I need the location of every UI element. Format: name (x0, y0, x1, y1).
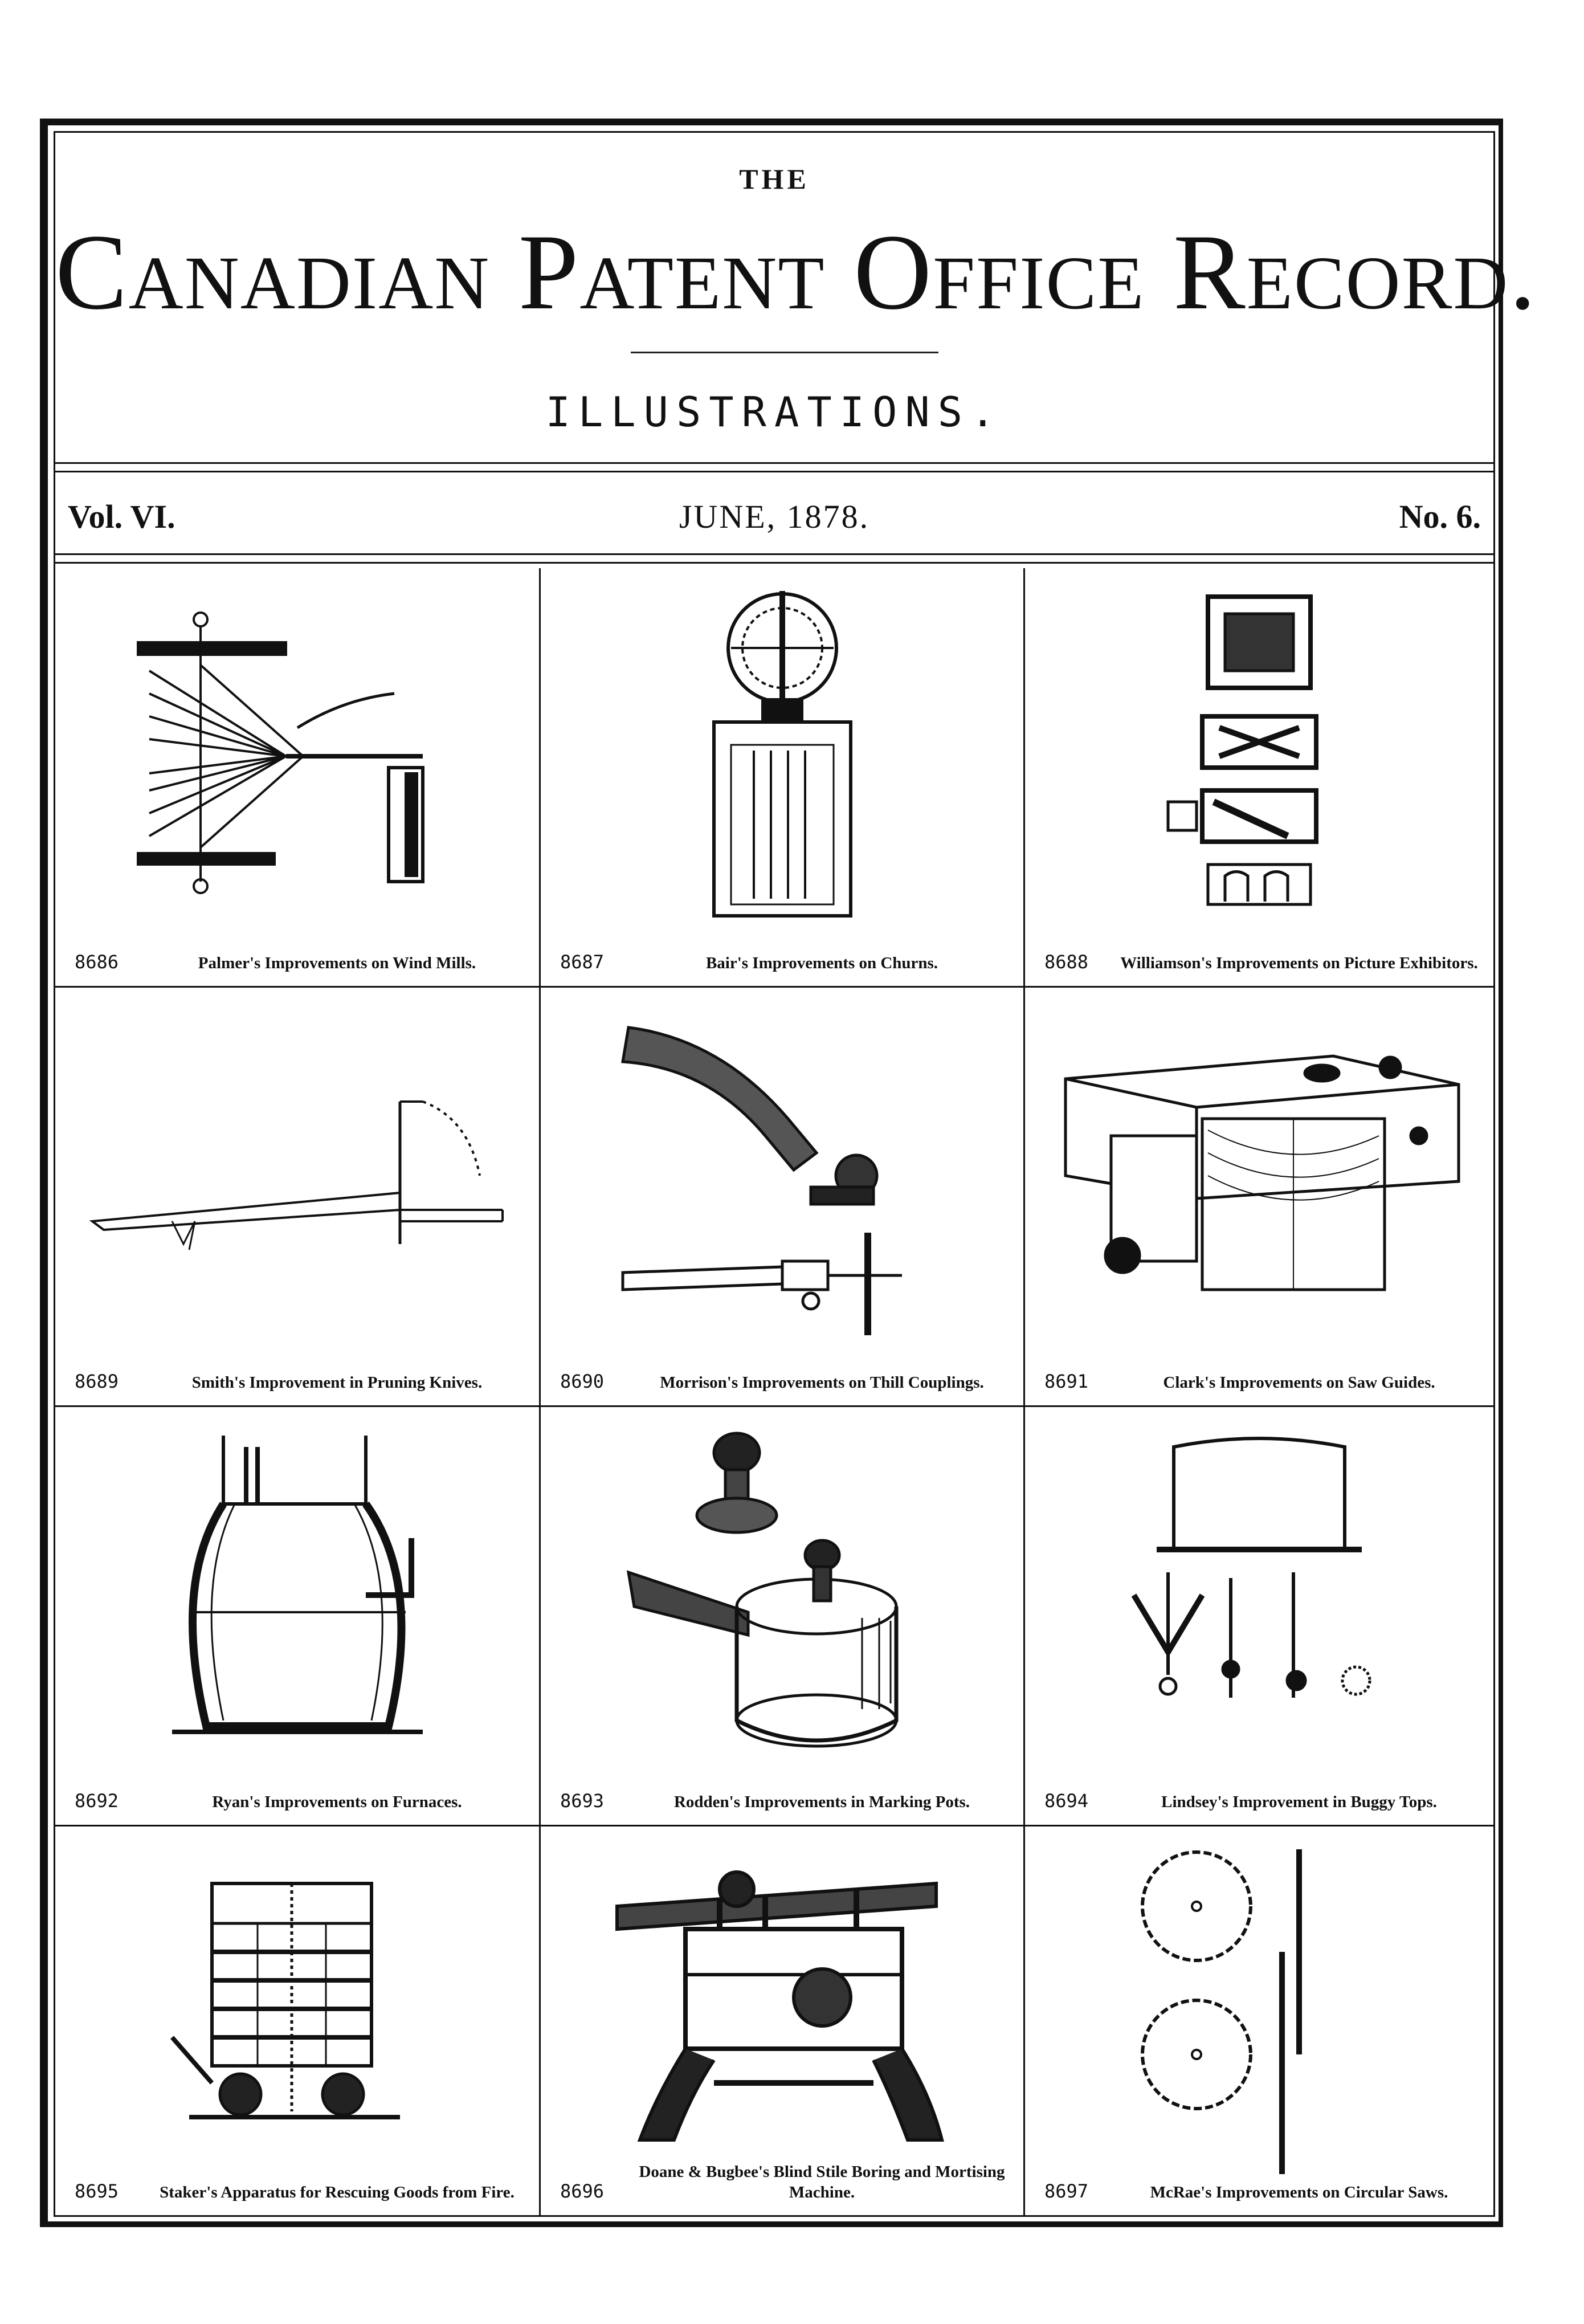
churn-drawing (712, 591, 852, 918)
header-rule-top (55, 462, 1493, 472)
wind-mill-drawing (136, 611, 424, 894)
illustration-caption: 8690 Morrison's Improvements on Thill Co… (560, 1371, 1010, 1393)
patent-title: Ryan's Improvements on Furnaces. (212, 1792, 462, 1811)
illustration-caption: 8697 McRae's Improvements on Circular Sa… (1044, 2180, 1480, 2203)
illustration-caption: 8688 Williamson's Improvements on Pictur… (1044, 951, 1480, 973)
masthead-title: Canadian Patent Office Record. (55, 213, 1537, 332)
saw-guide-drawing (1064, 1054, 1460, 1291)
boring-machine-drawing (615, 1870, 944, 2142)
illustration-cell: 8690 Morrison's Improvements on Thill Co… (541, 988, 1025, 1407)
patent-number: 8692 (75, 1790, 119, 1812)
patent-title: Morrison's Improvements on Thill Couplin… (660, 1373, 984, 1392)
illustration-caption: 8694 Lindsey's Improvement in Buggy Tops… (1044, 1790, 1480, 1812)
patent-title: Clark's Improvements on Saw Guides. (1163, 1373, 1435, 1392)
patent-title: McRae's Improvements on Circular Saws. (1150, 2183, 1448, 2201)
illustration-caption: 8692 Ryan's Improvements on Furnaces. (75, 1790, 525, 1812)
illustration-cell: 8689 Smith's Improvement in Pruning Kniv… (55, 988, 541, 1407)
illustration-cell: 8691 Clark's Improvements on Saw Guides. (1025, 988, 1493, 1407)
patent-title: Rodden's Improvements in Marking Pots. (673, 1792, 970, 1811)
issue-date: JUNE, 1878. (679, 498, 870, 535)
illustration-cell: 8694 Lindsey's Improvement in Buggy Tops… (1025, 1407, 1493, 1826)
illustration-caption: 8689 Smith's Improvement in Pruning Kniv… (75, 1371, 525, 1393)
patent-title: Smith's Improvement in Pruning Knives. (191, 1373, 483, 1392)
illustration-cell: 8697 McRae's Improvements on Circular Sa… (1025, 1826, 1493, 2215)
patent-title: Williamson's Improvements on Picture Exh… (1120, 953, 1478, 972)
patent-title: Lindsey's Improvement in Buggy Tops. (1161, 1792, 1437, 1811)
illustration-caption: 8693 Rodden's Improvements in Marking Po… (560, 1790, 1010, 1812)
illustration-caption: 8696 Doane & Bugbee's Blind Stile Boring… (560, 2162, 1010, 2203)
patent-title: Bair's Improvements on Churns. (705, 953, 938, 972)
illustration-cell: 8693 Rodden's Improvements in Marking Po… (541, 1407, 1025, 1826)
title-divider (631, 352, 938, 353)
patent-number: 8690 (560, 1371, 605, 1392)
furnace-drawing (172, 1436, 423, 1734)
buggy-top-drawing (1131, 1437, 1371, 1698)
patent-number: 8686 (75, 951, 119, 973)
illustration-caption: 8691 Clark's Improvements on Saw Guides. (1044, 1371, 1480, 1393)
illustration-cell: 8695 Staker's Apparatus for Rescuing Goo… (55, 1826, 541, 2215)
patent-number: 8694 (1044, 1790, 1089, 1812)
patent-title: Doane & Bugbee's Blind Stile Boring and … (639, 2162, 1005, 2201)
masthead-the: THE (739, 163, 810, 195)
patent-number: 8688 (1044, 951, 1089, 973)
picture-exhibitor-drawing (1166, 594, 1318, 906)
patent-number: 8695 (75, 2180, 119, 2202)
record-header-and-grid: THE Canadian Patent Office Record. ILLUS… (54, 131, 1537, 2217)
patent-number: 8696 (560, 2180, 605, 2202)
issue-number: No. 6. (1399, 498, 1481, 535)
patent-number: 8689 (75, 1371, 119, 1392)
illustration-caption: 8686 Palmer's Improvements on Wind Mills… (75, 951, 525, 973)
illustration-cell: 8687 Bair's Improvements on Churns. (541, 568, 1025, 988)
illustration-grid: 8686 Palmer's Improvements on Wind Mills… (55, 568, 1493, 2215)
circular-saw-drawing (1141, 1849, 1302, 2174)
rescue-apparatus-drawing (170, 1882, 400, 2119)
patent-title: Palmer's Improvements on Wind Mills. (198, 953, 476, 972)
marking-pot-drawing (626, 1432, 898, 1748)
illustration-cell: 8696 Doane & Bugbee's Blind Stile Boring… (541, 1826, 1025, 2215)
illustration-caption: 8687 Bair's Improvements on Churns. (560, 951, 1010, 973)
illustration-cell: 8686 Palmer's Improvements on Wind Mills… (55, 568, 541, 988)
patent-title: Staker's Apparatus for Rescuing Goods fr… (160, 2183, 515, 2201)
illustration-cell: 8688 Williamson's Improvements on Pictur… (1025, 568, 1493, 988)
pruning-knife-drawing (89, 1100, 504, 1250)
page-frame: THE Canadian Patent Office Record. ILLUS… (40, 119, 1537, 2227)
patent-number: 8693 (560, 1790, 605, 1812)
patent-number: 8691 (1044, 1371, 1089, 1392)
thill-coupling-drawing (620, 1026, 902, 1335)
volume-label: Vol. VI. (68, 498, 175, 535)
patent-number: 8687 (560, 951, 605, 973)
illustration-caption: 8695 Staker's Apparatus for Rescuing Goo… (75, 2180, 525, 2203)
masthead-subtitle: ILLUSTRATIONS. (545, 388, 1003, 436)
patent-number: 8697 (1044, 2180, 1089, 2202)
illustration-cell: 8692 Ryan's Improvements on Furnaces. (55, 1407, 541, 1826)
header-rule-bottom (55, 553, 1493, 564)
